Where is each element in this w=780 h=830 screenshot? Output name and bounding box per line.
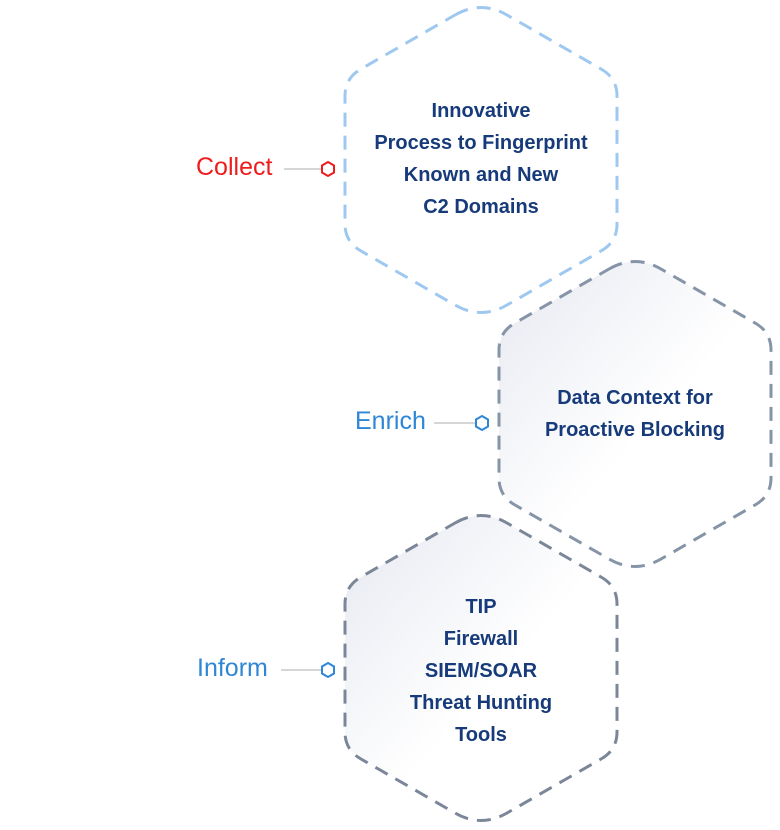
enrich-label: Enrich: [355, 407, 426, 435]
inform-hexagon-marker-icon: [321, 661, 335, 679]
enrich-hexagon: [497, 260, 773, 568]
inform-text-line: SIEM/SOAR: [424, 660, 538, 682]
enrich-hexagon-text: Data Context for Proactive Blocking: [499, 382, 771, 446]
collect-hexagon-marker-icon: [321, 160, 335, 178]
collect-label: Collect: [196, 153, 273, 181]
collect-text-line: Innovative: [431, 100, 531, 122]
enrich-hexagon-marker-icon: [475, 414, 489, 432]
inform-text-line: TIP: [465, 596, 497, 618]
enrich-text-line: Proactive Blocking: [544, 419, 726, 441]
collect-text-line: Process to Fingerprint: [374, 132, 588, 154]
inform-label: Inform: [197, 654, 268, 682]
collect-hexagon-text: Innovative Process to Fingerprint Known …: [345, 95, 617, 223]
inform-hexagon: [343, 514, 619, 822]
enrich-text-line: Data Context for: [557, 387, 713, 409]
inform-text-line: Tools: [455, 724, 507, 746]
inform-hexagon-text: TIP Firewall SIEM/SOAR Threat Hunting To…: [345, 591, 617, 751]
inform-text-line: Firewall: [443, 628, 519, 650]
inform-text-line: Threat Hunting: [409, 692, 553, 714]
collect-text-line: Known and New: [403, 164, 559, 186]
collect-hexagon: [343, 6, 619, 314]
collect-text-line: C2 Domains: [423, 196, 539, 218]
